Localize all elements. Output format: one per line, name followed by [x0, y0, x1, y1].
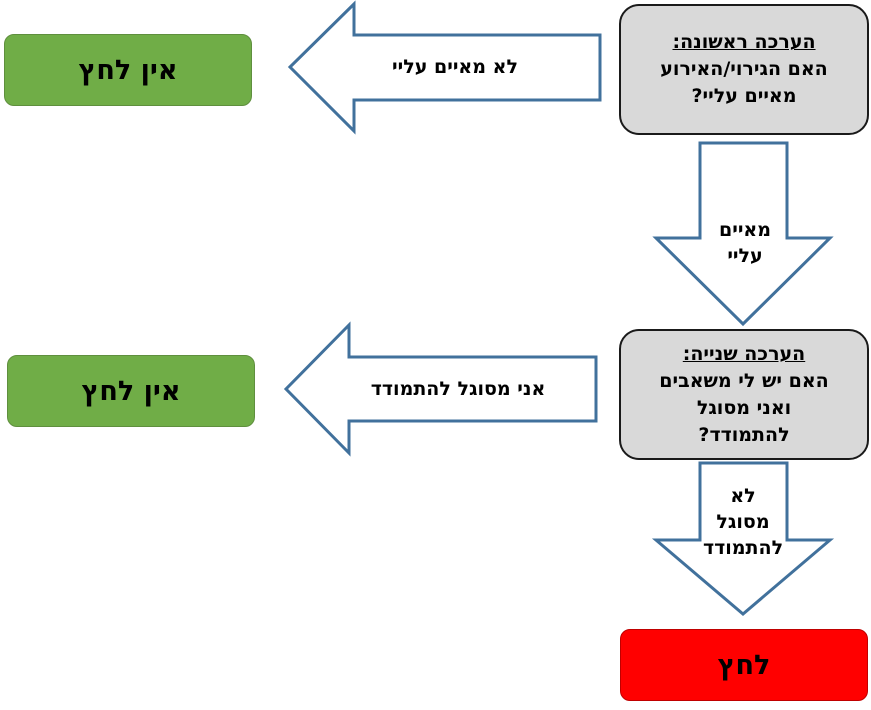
assessment-first-heading: הערכה ראשונה:: [672, 31, 816, 53]
outcome-no-stress-middle-label: אין לחץ: [81, 375, 181, 407]
label-threatening-line2: עליי: [727, 245, 763, 267]
assessment-second-line3: להתמודד?: [698, 423, 790, 446]
outcome-no-stress-top-label: אין לחץ: [78, 54, 178, 86]
label-not-able-line1: לא: [730, 485, 756, 507]
assessment-first-line1: האם הגירוי/האירוע: [660, 58, 828, 80]
outcome-stress-label: לחץ: [717, 649, 771, 681]
arrow-left-able-to-cope: [283, 321, 598, 457]
assessment-first: הערכה ראשונה: האם הגירוי/האירוע מאיים על…: [619, 4, 869, 135]
label-not-threatening-text: לא מאיים עליי: [392, 56, 518, 78]
outcome-stress: לחץ: [620, 629, 868, 701]
label-not-able: לא מסוגל להתמודד: [683, 478, 803, 566]
assessment-second-line1: האם יש לי משאבים: [659, 369, 829, 392]
label-threatening-line1: מאיים: [719, 219, 771, 241]
label-able-to-cope: אני מסוגל להתמודד: [348, 372, 568, 406]
assessment-second-heading: הערכה שנייה:: [682, 342, 806, 365]
arrow-down-not-able: [651, 461, 835, 616]
arrow-down-threatening: [652, 141, 834, 327]
label-threatening: מאיים עליי: [700, 214, 790, 272]
label-able-to-cope-text: אני מסוגל להתמודד: [370, 378, 546, 400]
assessment-second-line2: ואני מסוגל: [696, 396, 792, 419]
arrow-left-not-threatening: [287, 0, 602, 135]
assessment-first-line2: מאיים עליי?: [691, 85, 797, 107]
label-not-threatening: לא מאיים עליי: [360, 50, 550, 84]
assessment-second: הערכה שנייה: האם יש לי משאבים ואני מסוגל…: [619, 329, 869, 460]
outcome-no-stress-top: אין לחץ: [4, 34, 252, 106]
outcome-no-stress-middle: אין לחץ: [7, 355, 255, 427]
label-not-able-line3: להתמודד: [702, 537, 784, 559]
label-not-able-line2: מסוגל: [716, 511, 770, 533]
